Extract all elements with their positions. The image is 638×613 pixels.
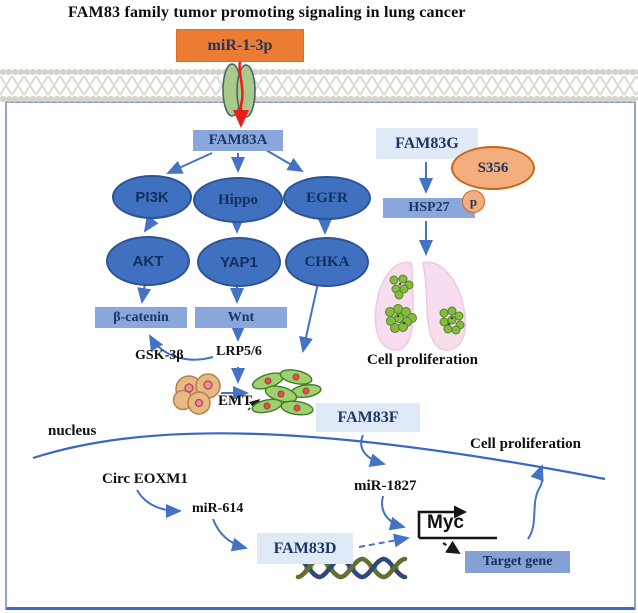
label-mir-614: miR-614 (192, 501, 244, 516)
node-fam83a: FAM83A (193, 130, 283, 151)
label-lrp5-6: LRP5/6 (216, 344, 262, 359)
label-nucleus: nucleus (48, 423, 97, 439)
label-circ-eoxm1: Circ EOXM1 (102, 471, 188, 487)
node-hippo: Hippo (193, 177, 283, 223)
label-gsk-3b: GSK-3β (135, 348, 184, 363)
label-mir-1827: miR-1827 (354, 478, 417, 494)
node-mir-1-3p: miR-1-3p (176, 29, 304, 62)
node-target-gene: Target gene (465, 551, 570, 573)
node-s356: S356 (451, 146, 535, 190)
node-akt: AKT (106, 236, 190, 286)
node-yap1: YAP1 (197, 237, 281, 287)
node-pi3k: PI3K (112, 175, 192, 219)
node-phospho-p: p (462, 190, 485, 213)
node-fam83d: FAM83D (257, 533, 353, 564)
cell-membrane-icon (0, 67, 638, 104)
node-wnt: Wnt (195, 307, 287, 328)
label-myc: Myc (427, 512, 464, 533)
node-fam83f: FAM83F (316, 403, 420, 432)
label-cell-proliferation-lungs: Cell proliferation (367, 352, 478, 368)
node-chka: CHKA (285, 237, 369, 287)
label-cell-proliferation-right: Cell proliferation (470, 436, 581, 452)
label-emt: EMT (218, 393, 253, 409)
figure-title: FAM83 family tumor promoting signaling i… (68, 4, 466, 21)
node-hsp27: HSP27 (383, 198, 475, 218)
node-beta-catenin: β-catenin (95, 307, 187, 328)
node-egfr: EGFR (283, 176, 371, 220)
